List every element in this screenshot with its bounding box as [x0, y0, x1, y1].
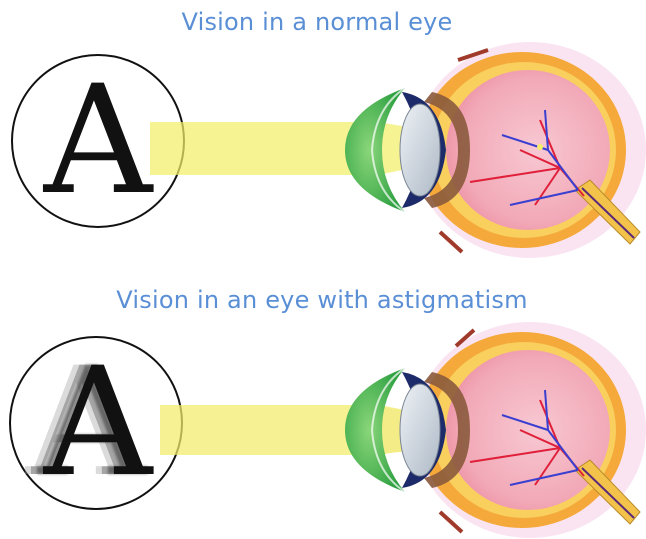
- letter-chart-astigmatism: A A A A: [10, 336, 182, 510]
- letter-a-sharp: A: [43, 54, 154, 228]
- normal-eye-panel: A: [12, 42, 646, 258]
- letter-a-blurred: A: [43, 336, 154, 510]
- astigmatism-eye-panel: A A A A: [10, 322, 646, 538]
